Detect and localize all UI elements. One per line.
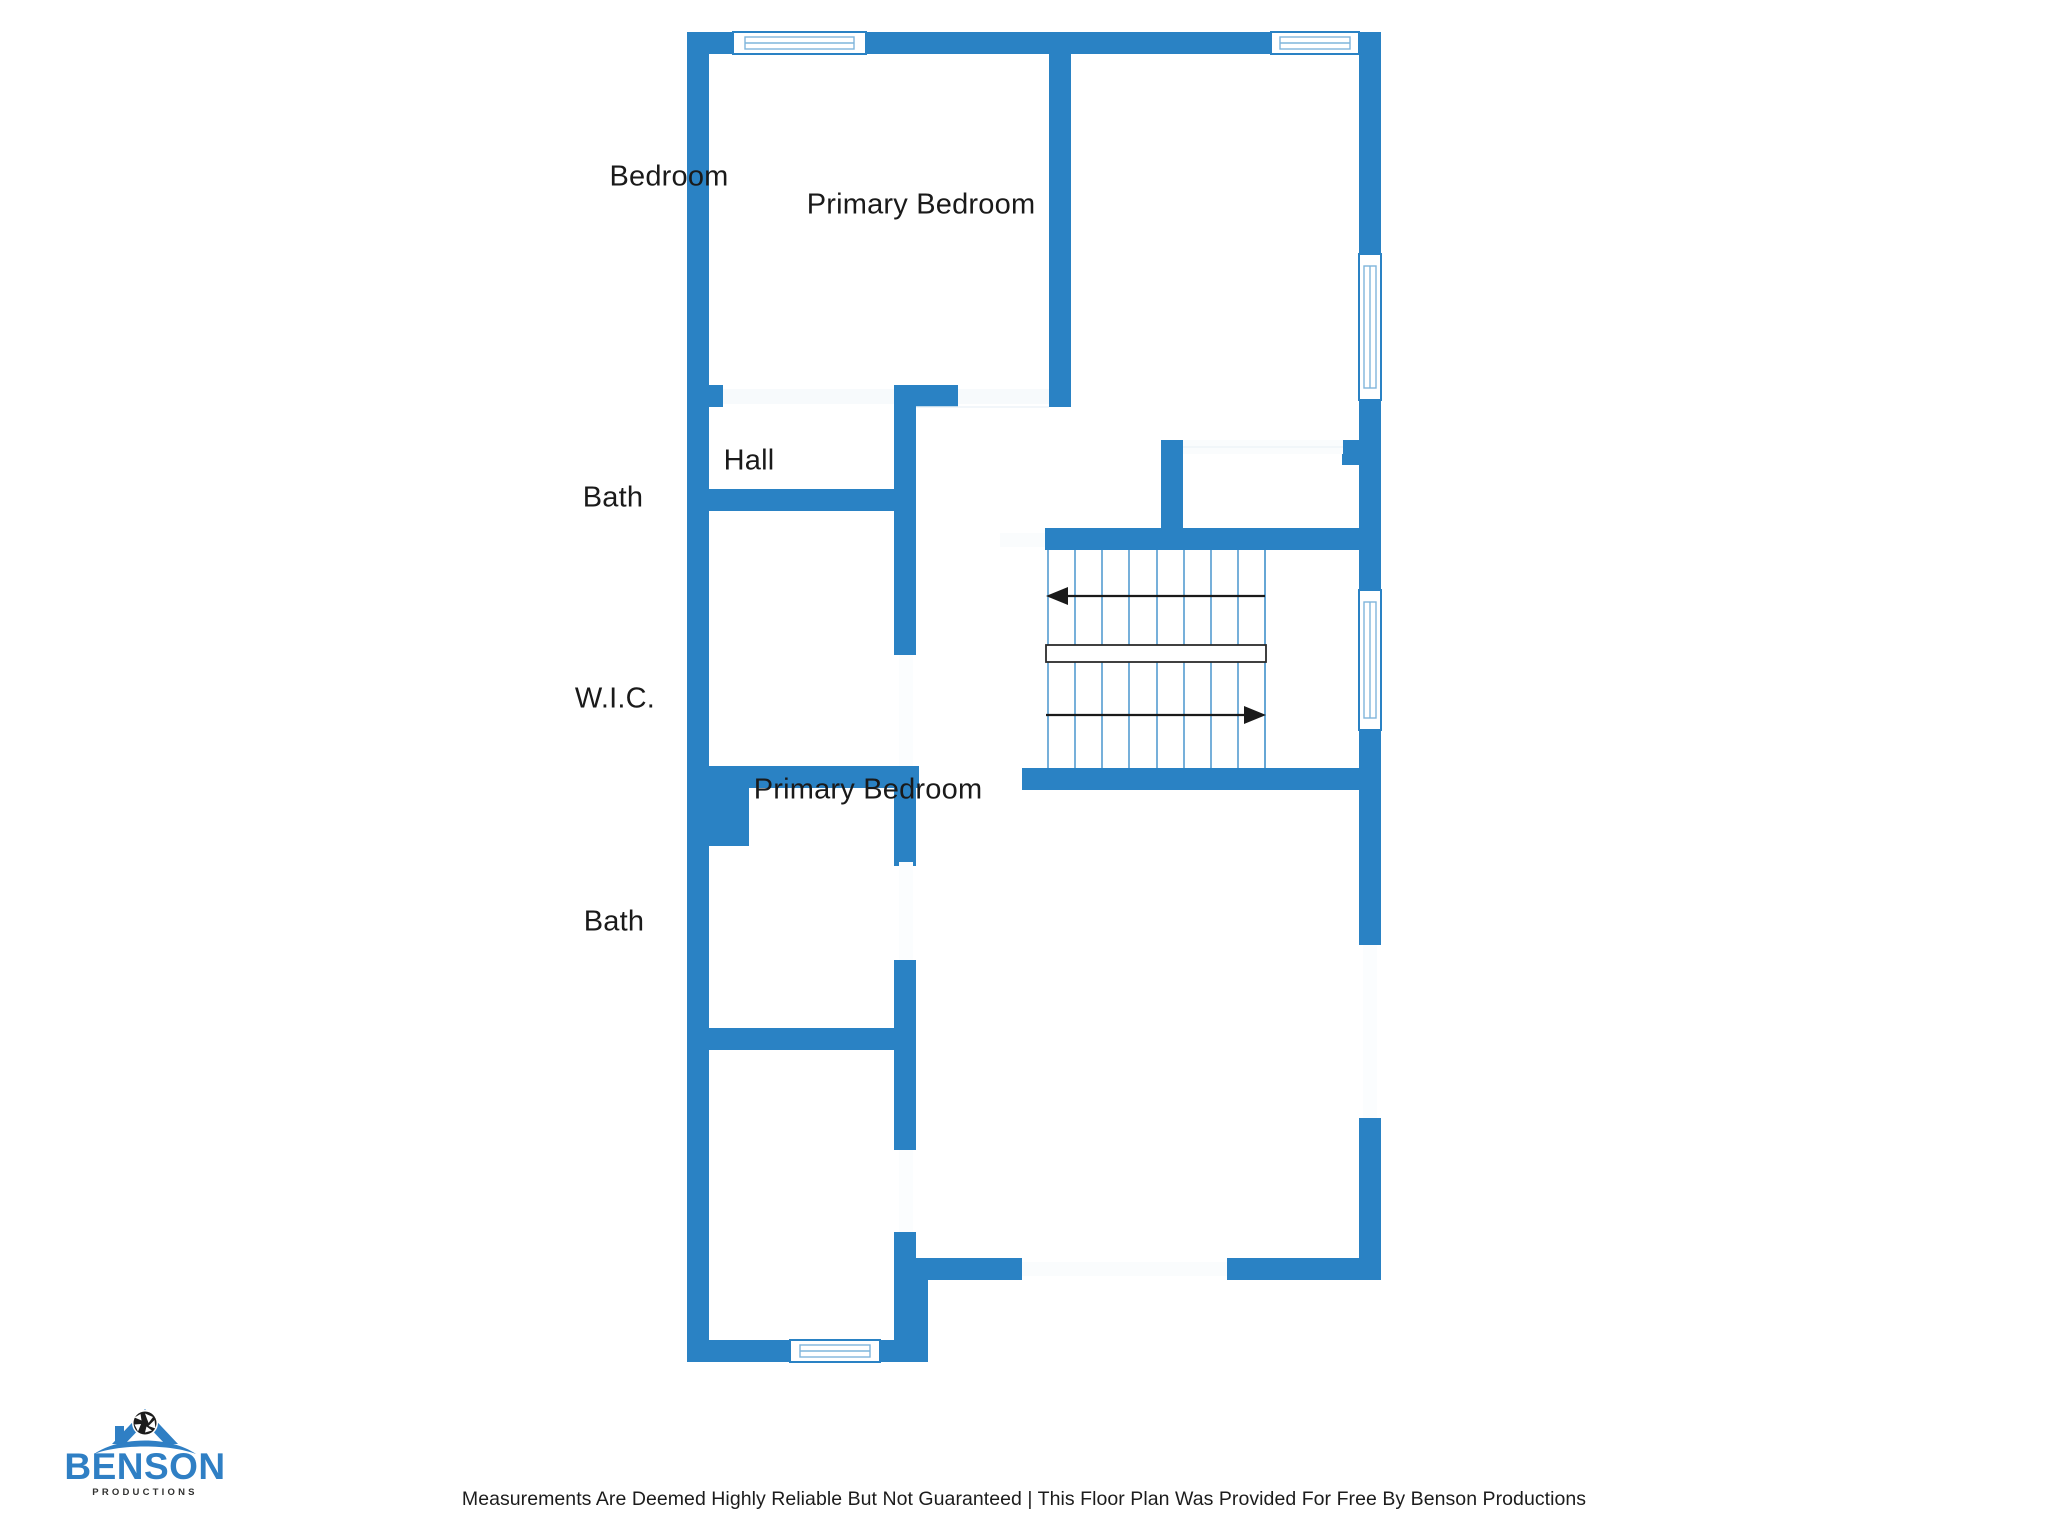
staircase xyxy=(1045,550,1267,768)
window-top-primary xyxy=(1270,31,1360,55)
windows-group xyxy=(732,31,1382,1363)
wall-exterior-right-d xyxy=(1359,1118,1381,1270)
door-bedroom-left xyxy=(723,389,894,404)
wall-bedroom-bottom-left xyxy=(687,385,723,407)
benson-productions-logo: BENSON PRODUCTIONS xyxy=(60,1396,230,1501)
wall-bottom-jog-horizontal xyxy=(906,1258,1022,1280)
logo-subwordmark: PRODUCTIONS xyxy=(92,1487,198,1498)
stair-arrow-left xyxy=(1046,587,1265,605)
window-right-primary-upper xyxy=(1358,253,1382,401)
wall-top-closet-right-stub xyxy=(1342,440,1359,465)
footer-disclaimer: Measurements Are Deemed Highly Reliable … xyxy=(461,1488,1587,1510)
wall-bottom-jog-right xyxy=(1227,1258,1381,1280)
wall-exterior-left xyxy=(687,32,709,1362)
wall-bath-lower-right-upper xyxy=(894,1060,916,1150)
house-roof-camera-icon xyxy=(94,1409,196,1454)
room-label-walk-in-closet: W.I.C. xyxy=(574,682,656,715)
door-stair-to-hall xyxy=(1000,533,1045,547)
wall-top-closet-left xyxy=(1161,440,1183,540)
interior-hairlines xyxy=(916,406,1343,448)
door-wic-hall xyxy=(899,862,913,960)
wall-wic-bottom xyxy=(687,1028,916,1050)
wall-stair-top xyxy=(1045,528,1381,550)
window-top-bedroom xyxy=(732,31,867,55)
wall-exterior-top-left-stub xyxy=(687,32,733,54)
stair-landing xyxy=(1045,644,1267,663)
room-label-bath-lower: Bath xyxy=(583,905,645,938)
wall-primary-lower-top xyxy=(1022,768,1042,790)
wall-exterior-right-c xyxy=(1359,730,1381,945)
wall-exterior-bottom-left xyxy=(687,1340,790,1362)
wall-primary-lower-left-a xyxy=(894,766,916,862)
wall-bath-upper-right xyxy=(894,511,916,655)
wall-stair-bottom xyxy=(1022,768,1381,790)
wall-bath-lower-right-lower xyxy=(894,1232,916,1362)
door-hall-bath xyxy=(899,655,913,766)
wall-bedroom-primary-divider xyxy=(1049,32,1071,407)
room-label-primary-bedroom-lower: Primary Bedroom xyxy=(753,773,983,806)
wall-exterior-right-a xyxy=(1359,32,1381,254)
walls-group xyxy=(687,32,1381,1362)
logo-wordmark: BENSON xyxy=(64,1446,226,1487)
door-bath-lower xyxy=(899,1150,913,1232)
wall-left-jog-thick xyxy=(687,766,749,846)
room-label-primary-bedroom-top: Primary Bedroom xyxy=(806,188,1036,221)
room-label-hall: Hall xyxy=(723,444,775,477)
door-bedroom-right xyxy=(958,389,1049,404)
stair-arrow-right xyxy=(1046,706,1266,724)
window-right-primary-lower xyxy=(1358,589,1382,731)
room-label-bath-upper: Bath xyxy=(582,481,644,514)
wall-stair-top-left-return xyxy=(1045,528,1067,550)
door-primary-lower-right xyxy=(1363,945,1377,1118)
door-openings-group xyxy=(723,389,1377,1276)
room-label-bedroom-top-left: Bedroom xyxy=(609,160,729,193)
window-bottom-bath xyxy=(789,1339,881,1363)
door-bottom-threshold xyxy=(1022,1262,1227,1276)
wall-upper-closet-bottom xyxy=(687,489,916,511)
wall-exterior-right-b xyxy=(1359,400,1381,590)
wall-bedroom-bottom-right xyxy=(1049,385,1071,407)
